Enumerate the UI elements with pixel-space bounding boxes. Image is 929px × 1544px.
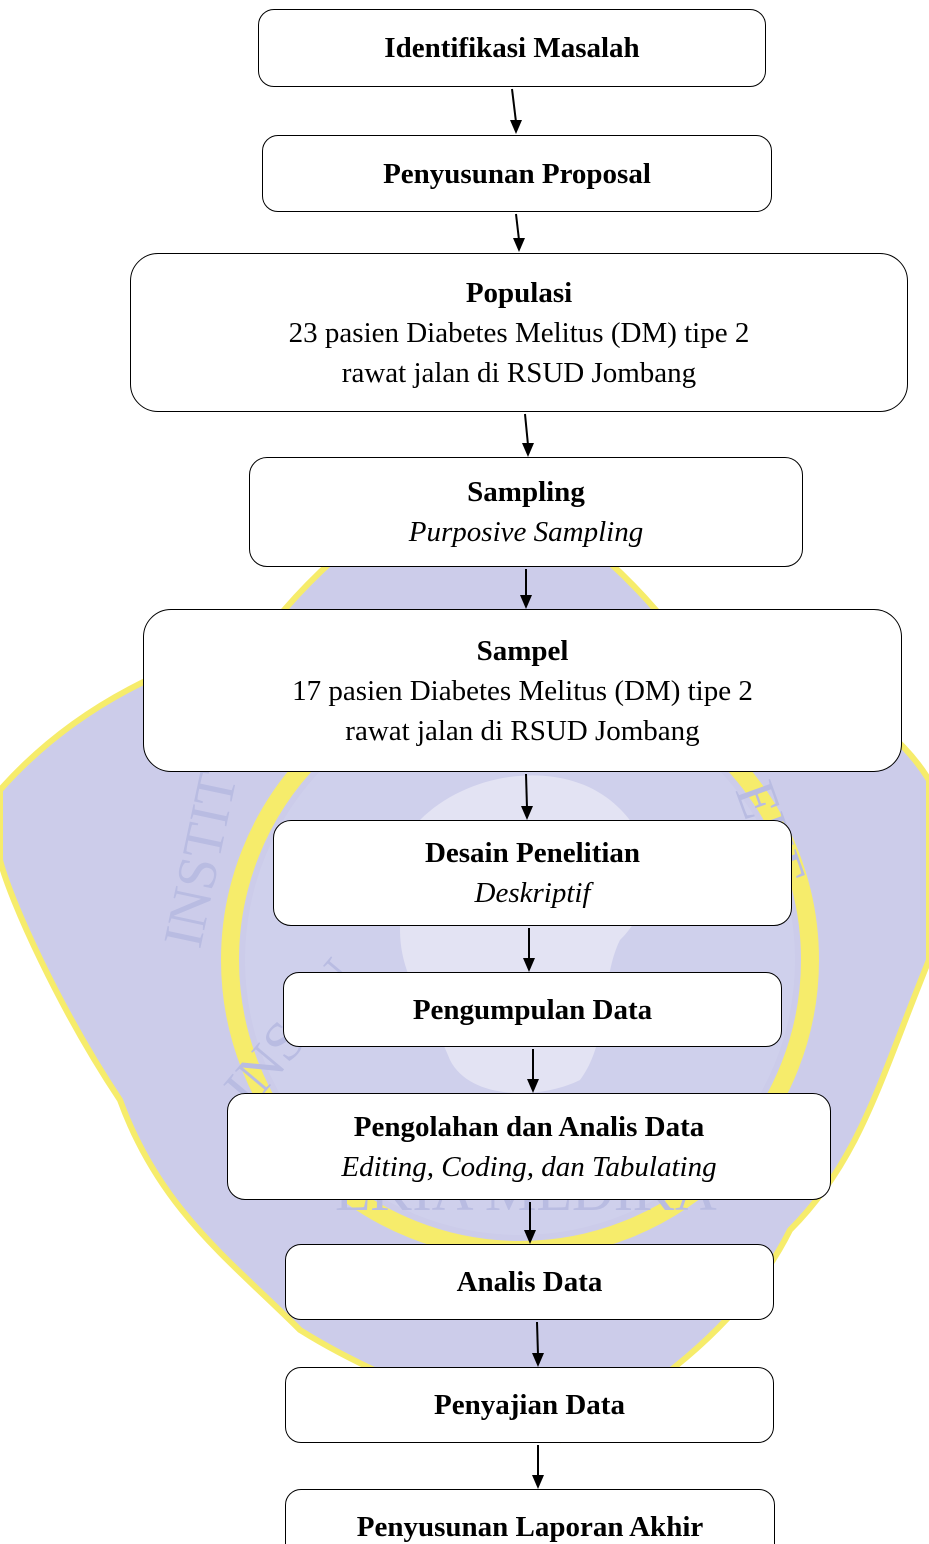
step-line-2: rawat jalan di RSUD Jombang [345,714,700,747]
step-desain-penelitian: Desain Penelitian Deskriptif [273,820,792,926]
step-title: Desain Penelitian [424,837,641,869]
step-title: Sampling [467,476,585,508]
arrowhead-7 [527,1079,539,1093]
step-title: Analis Data [456,1266,603,1298]
step-penyusunan-laporan-akhir: Penyusunan Laporan Akhir [285,1489,775,1544]
step-identifikasi-masalah: Identifikasi Masalah [258,9,766,87]
arrowhead-1 [510,120,522,134]
step-penyajian-data: Penyajian Data [285,1367,774,1443]
arrow-1 [511,88,517,123]
step-pengumpulan-data: Pengumpulan Data [283,972,782,1047]
arrowhead-4 [520,595,532,609]
step-analis-data: Analis Data [285,1244,774,1320]
arrowhead-8 [524,1230,536,1244]
arrow-3 [524,413,529,446]
step-subtitle: Deskriptif [474,877,591,909]
arrow-2 [515,213,520,241]
step-title: Penyajian Data [434,1389,625,1421]
step-line-1: 17 pasien Diabetes Melitus (DM) tipe 2 [292,674,753,707]
step-penyusunan-proposal: Penyusunan Proposal [262,135,772,212]
step-line-2: rawat jalan di RSUD Jombang [341,356,697,389]
step-title: Populasi [465,276,573,309]
arrowhead-6 [523,958,535,972]
step-sampel: Sampel 17 pasien Diabetes Melitus (DM) t… [143,609,902,772]
arrowhead-2 [513,238,525,252]
step-title: Identifikasi Masalah [384,32,640,64]
arrow-5 [525,773,528,809]
step-title: Sampel [476,634,569,667]
arrowhead-3 [522,443,534,457]
step-sampling: Sampling Purposive Sampling [249,457,803,567]
step-title: Pengumpulan Data [412,993,653,1026]
arrow-9 [536,1321,539,1356]
step-line-1: 23 pasien Diabetes Melitus (DM) tipe 2 [288,316,750,349]
step-title: Penyusunan Proposal [383,157,651,190]
step-subtitle: Purposive Sampling [408,516,644,548]
arrowhead-9 [532,1353,544,1367]
step-pengolahan-analis-data: Pengolahan dan Analis Data Editing, Codi… [227,1093,831,1200]
step-title: Penyusunan Laporan Akhir [356,1510,704,1543]
arrowhead-5 [521,806,533,820]
step-subtitle: Editing, Coding, dan Tabulating [341,1150,717,1183]
step-title: Pengolahan dan Analis Data [353,1110,705,1143]
step-populasi: Populasi 23 pasien Diabetes Melitus (DM)… [130,253,908,412]
arrowhead-10 [532,1475,544,1489]
